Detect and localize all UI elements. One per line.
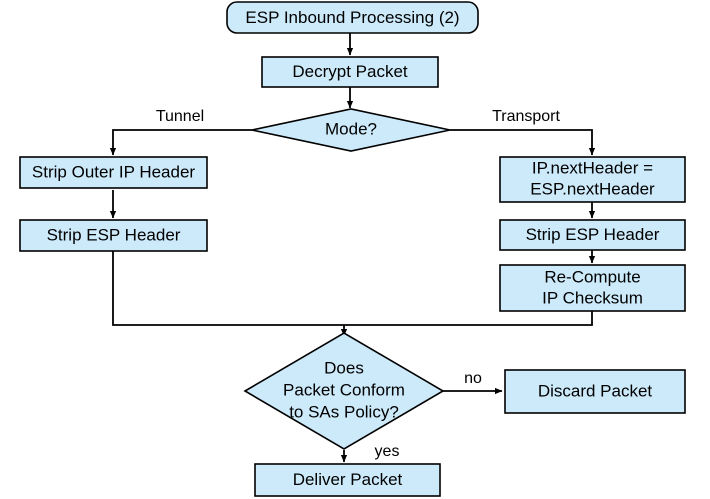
node-policy-decision[interactable]: Does Packet Conform to SAs Policy? <box>243 332 445 450</box>
node-deliver-packet[interactable]: Deliver Packet <box>254 463 441 497</box>
policy-decision-label-line3: to SAs Policy? <box>289 402 399 421</box>
decrypt-packet-shape <box>261 56 439 88</box>
node-ip-next-header[interactable]: IP.nextHeader = ESP.nextHeader <box>499 156 686 203</box>
node-strip-esp-header-transport[interactable]: Strip ESP Header <box>499 219 686 251</box>
edge-label-yes: yes <box>375 443 400 460</box>
edge-label-tunnel: Tunnel <box>156 108 204 125</box>
strip-outer-ip-header-shape <box>19 156 208 189</box>
node-decrypt-packet[interactable]: Decrypt Packet <box>261 56 439 88</box>
mode-decision-shape <box>251 108 451 152</box>
policy-decision-shape <box>243 332 445 450</box>
strip-outer-ip-header-label: Strip Outer IP Header <box>32 162 195 181</box>
recompute-checksum-shape <box>499 264 686 312</box>
policy-decision-label-line2: Packet Conform <box>283 380 405 399</box>
edge-mode-tunnel <box>109 129 252 156</box>
mode-decision-label: Mode? <box>325 119 377 138</box>
edge-transport-merge <box>344 311 593 326</box>
edge-mode-transport <box>450 129 596 156</box>
title-terminator-label: ESP Inbound Processing (2) <box>245 8 459 27</box>
decrypt-packet-label: Decrypt Packet <box>292 62 408 81</box>
discard-packet-shape <box>504 369 686 414</box>
strip-esp-header-transport-shape <box>499 219 686 251</box>
edge-tunnel-merge <box>112 251 344 326</box>
ip-next-header-label-line1: IP.nextHeader = <box>532 158 653 177</box>
strip-esp-header-tunnel-label: Strip ESP Header <box>47 225 181 244</box>
node-strip-outer-ip-header[interactable]: Strip Outer IP Header <box>19 156 208 189</box>
node-title-terminator[interactable]: ESP Inbound Processing (2) <box>226 1 479 34</box>
ip-next-header-label-line2: ESP.nextHeader <box>530 179 655 198</box>
edge-label-transport: Transport <box>492 108 560 125</box>
title-terminator-shape <box>226 1 479 34</box>
deliver-packet-shape <box>254 463 441 497</box>
node-mode-decision[interactable]: Mode? <box>251 108 451 152</box>
strip-esp-header-tunnel-shape <box>19 219 208 252</box>
recompute-checksum-label-line2: IP Checksum <box>542 288 643 307</box>
node-discard-packet[interactable]: Discard Packet <box>504 369 686 414</box>
node-strip-esp-header-tunnel[interactable]: Strip ESP Header <box>19 219 208 252</box>
ip-next-header-shape <box>499 156 686 203</box>
recompute-checksum-label-line1: Re-Compute <box>544 267 640 286</box>
policy-decision-label-line1: Does <box>324 358 364 377</box>
node-recompute-checksum[interactable]: Re-Compute IP Checksum <box>499 264 686 312</box>
deliver-packet-label: Deliver Packet <box>293 470 403 489</box>
edge-label-no: no <box>464 370 482 387</box>
discard-packet-label: Discard Packet <box>538 381 653 400</box>
strip-esp-header-transport-label: Strip ESP Header <box>526 225 660 244</box>
